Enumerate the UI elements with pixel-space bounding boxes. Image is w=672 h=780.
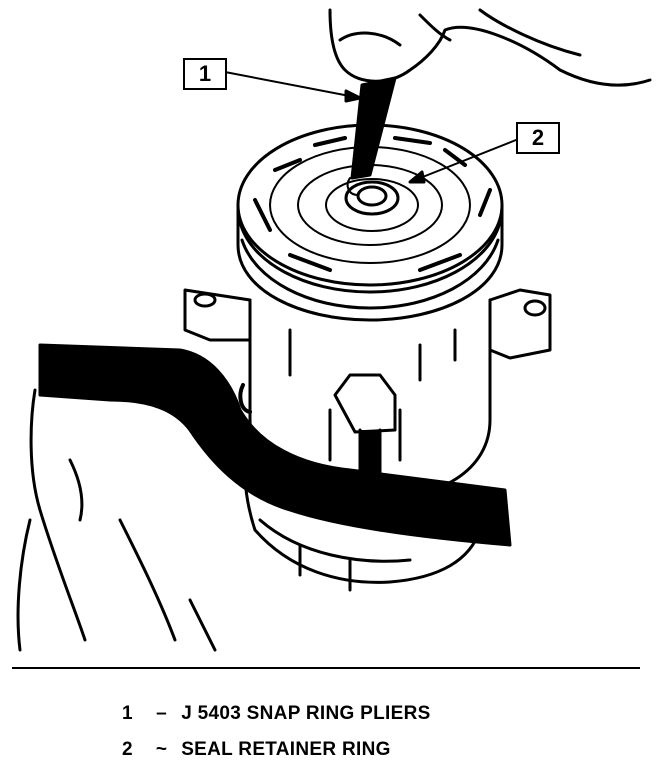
legend-number: 1 [122,703,133,724]
clutch-pulley [236,123,504,322]
legend: 1 – J 5403 SNAP RING PLIERS 2 ~ SEAL RET… [122,700,431,772]
legend-number: 2 [122,739,133,760]
compressor-illustration [16,8,652,652]
legend-item: 2 ~ SEAL RETAINER RING [122,736,431,772]
callout-2-box: 2 [516,122,560,154]
legend-text: J 5403 SNAP RING PLIERS [181,703,431,724]
vise-support [16,388,217,652]
legend-separator: ~ [155,739,168,760]
legend-item: 1 – J 5403 SNAP RING PLIERS [122,700,431,736]
callout-1-leader [224,71,362,103]
callout-2-leader [408,139,517,184]
divider-line [12,667,640,669]
hand-drawing [328,8,652,87]
callout-1-box: 1 [183,58,227,90]
legend-separator: – [156,703,168,724]
callout-2-number: 2 [531,125,545,150]
callout-1-number: 1 [198,61,212,86]
holding-fixture-arm [38,343,512,547]
legend-text: SEAL RETAINER RING [181,739,391,760]
